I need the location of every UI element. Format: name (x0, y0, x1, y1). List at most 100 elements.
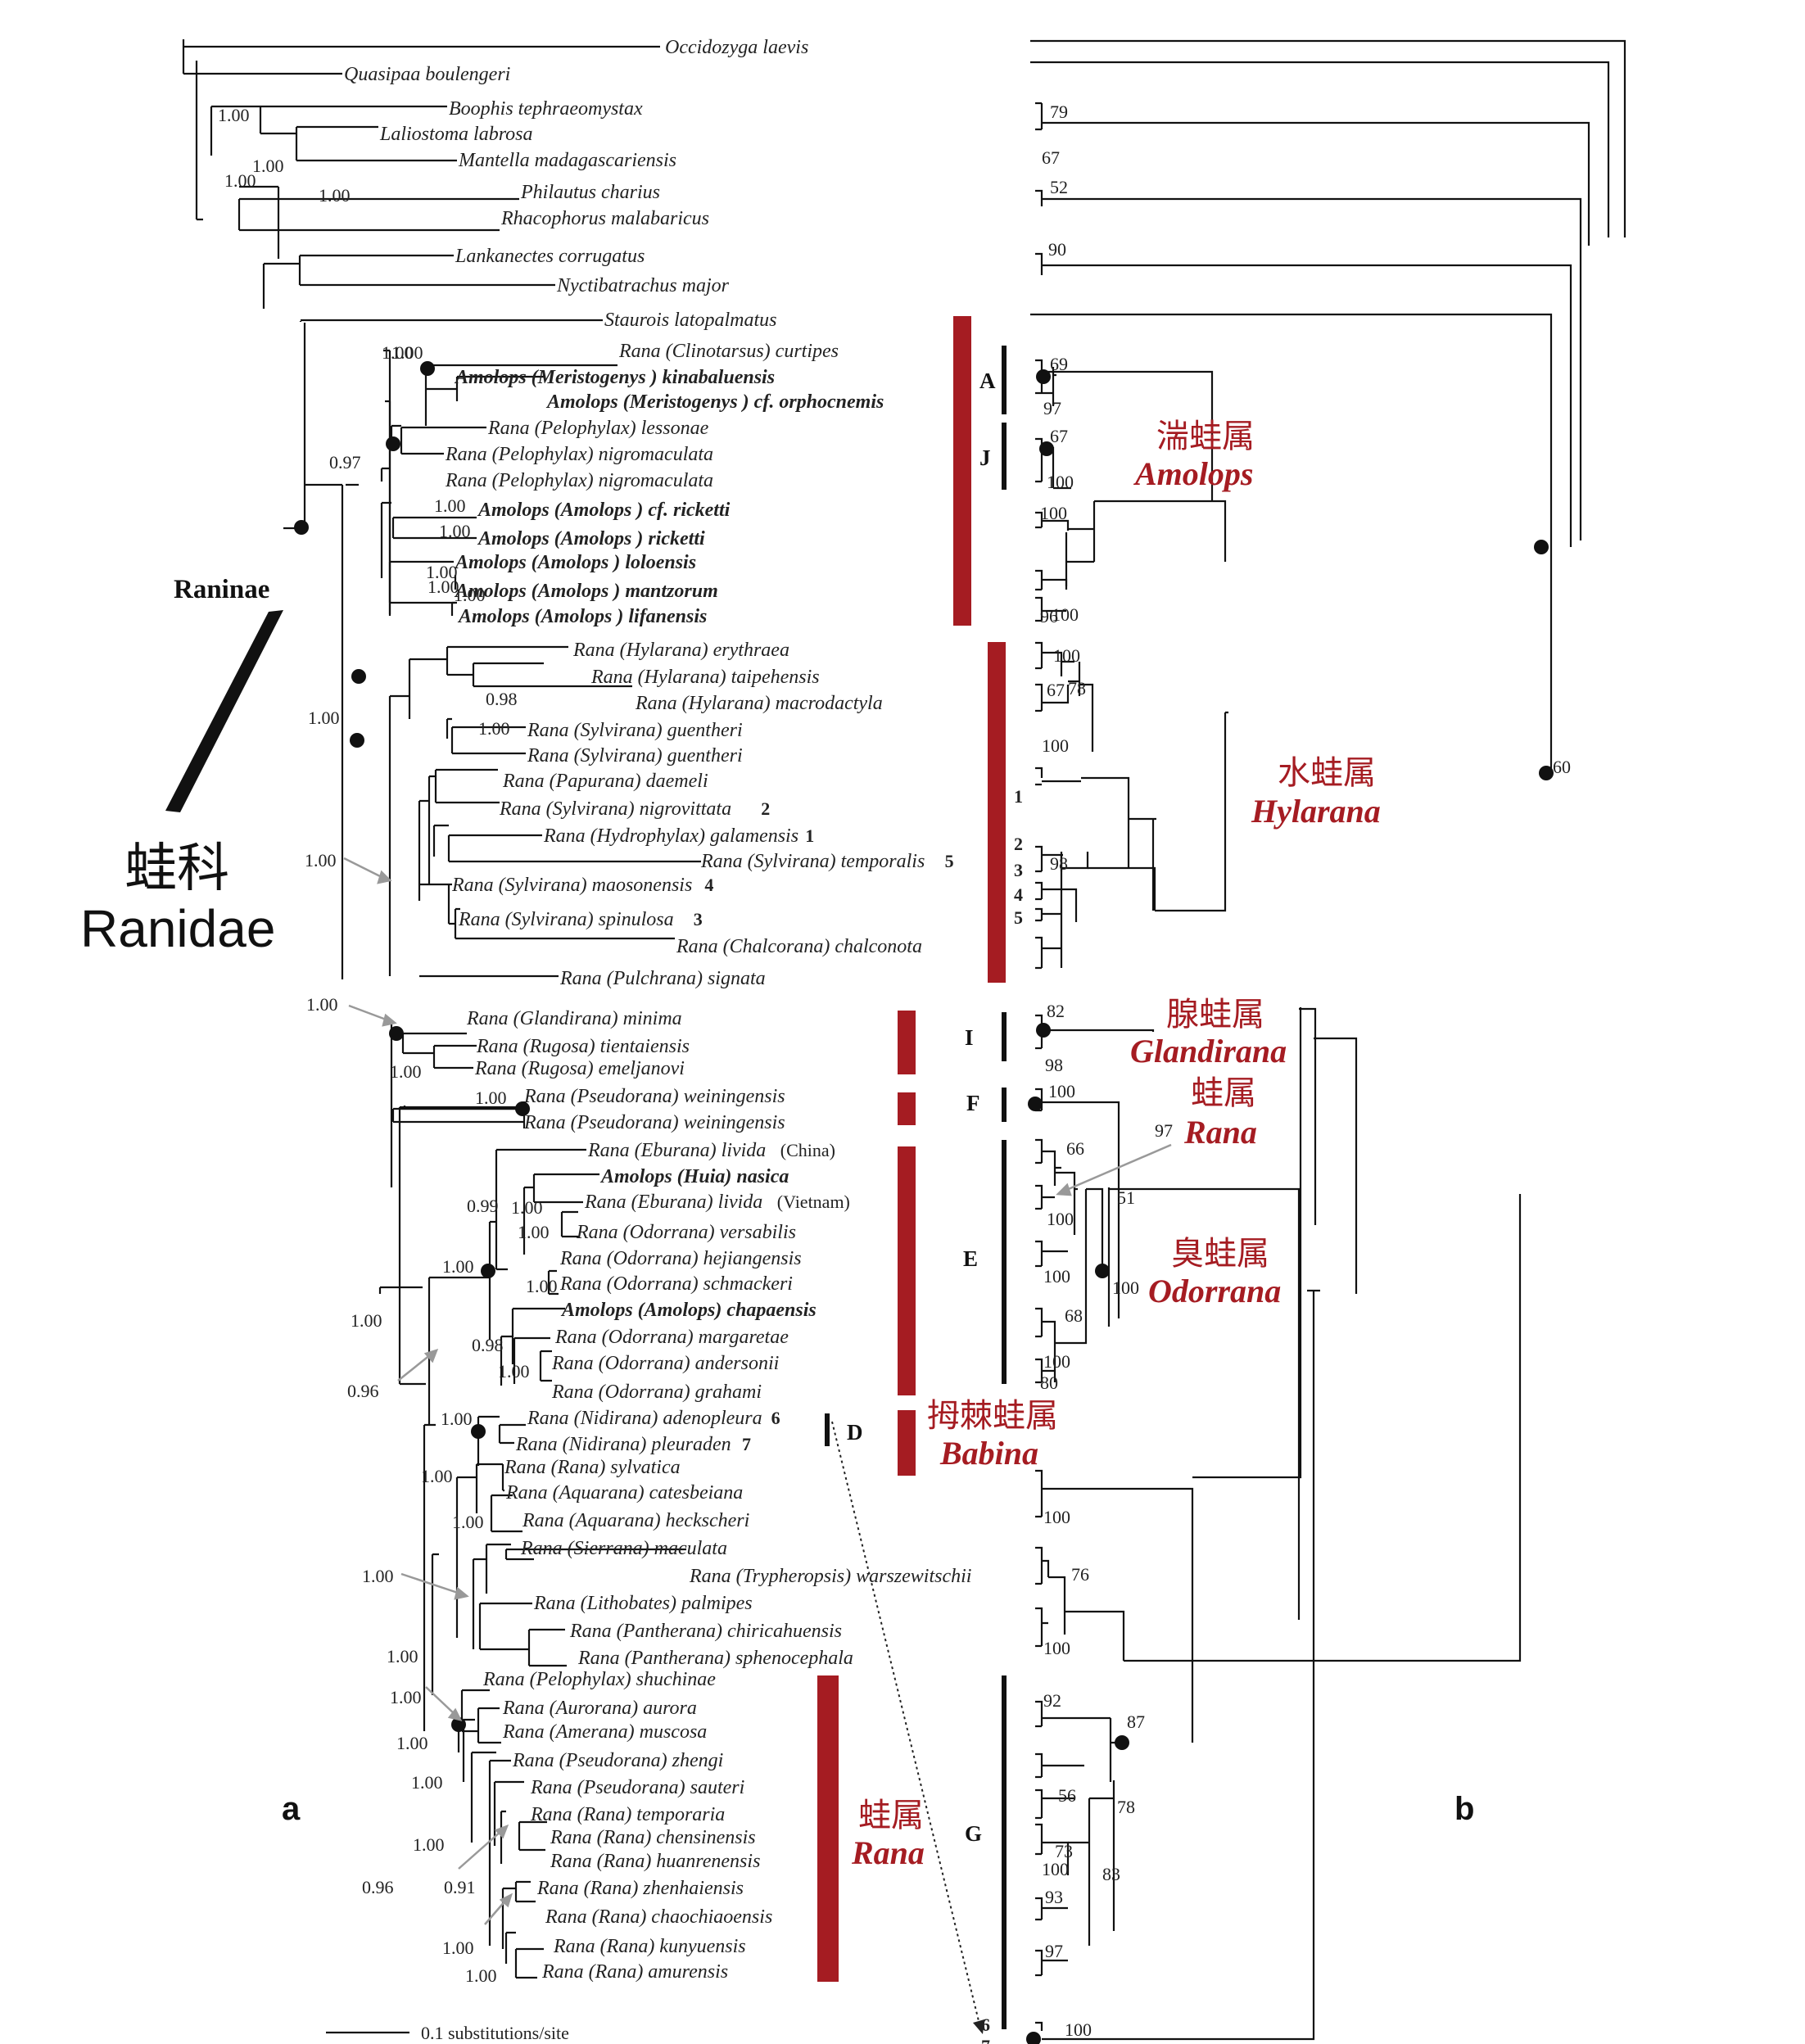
support-b: 100 (1040, 503, 1067, 523)
support-a: 1.00 (439, 521, 471, 541)
support-a: 1.00 (319, 185, 351, 206)
tree-branch (495, 1148, 586, 1271)
tree-branch (408, 645, 568, 719)
taxon-label: Rana (Rana) huanrenensis (550, 1851, 760, 1872)
tree-branch (450, 601, 457, 616)
tree-branch (419, 883, 455, 925)
node-dot (1115, 1735, 1129, 1750)
node-dot (1039, 441, 1054, 456)
support-b: 56 (1058, 1785, 1076, 1806)
tree-branch (547, 1269, 559, 1296)
support-a: 0.96 (347, 1381, 379, 1401)
tree-branch (1035, 936, 1061, 970)
tree-branch (1035, 1184, 1055, 1210)
taxon-label: Amolops (Huia) nasica (599, 1166, 789, 1187)
genus-rana2-cn: 蛙属 (858, 1797, 924, 1834)
tree-branch (1035, 1138, 1061, 1186)
taxon-label: Rana (Sylvirana) maosonensis (451, 875, 692, 896)
taxon-label: Rana (Pelophylax) lessonae (487, 418, 709, 439)
taxon-marker: 1 (805, 825, 814, 846)
tree-branch (1035, 252, 1572, 547)
support-b: 100 (1043, 1351, 1070, 1372)
tree-branch (1030, 39, 1626, 237)
tree-branch (1035, 881, 1061, 901)
tree-branch (477, 1415, 500, 1466)
genus-babina-cn: 拇棘蛙属 (927, 1397, 1058, 1435)
taxon-label: Amolops (Amolops ) loloensis (454, 552, 696, 573)
taxon-locality: (China) (780, 1140, 835, 1160)
taxon-label: Rana (Pelophylax) nigromaculata (445, 444, 713, 465)
tree-branch (1035, 596, 1066, 622)
support-a: 0.97 (329, 452, 361, 473)
tree-branch (1035, 1289, 1320, 2041)
support-a: 1.00 (390, 1061, 422, 1082)
tree-branch (504, 1931, 516, 1964)
tree-branch (472, 662, 632, 688)
support-a: 1.00 (465, 1965, 497, 1986)
taxon-marker: 7 (742, 1434, 751, 1454)
support-b: 52 (1050, 177, 1068, 197)
tree-branch (1068, 1780, 1115, 1946)
tree-branch (477, 1707, 501, 1744)
node-dot (1534, 540, 1549, 554)
tree-branch (391, 516, 477, 540)
genus-odorrana-cn: 臭蛙属 (1171, 1235, 1269, 1273)
taxon-locality: (Vietnam) (777, 1192, 850, 1212)
taxon-label: Rana (Hydrophylax) galamensis (543, 825, 798, 847)
tree-branch (238, 197, 519, 232)
tree-branch (472, 1543, 511, 1649)
taxon-label: Rana (Hylarana) taipehensis (590, 667, 820, 688)
support-a: 1.00 (387, 1646, 418, 1666)
tree-branch (1065, 500, 1227, 590)
raninae-label: Raninae (174, 575, 269, 604)
support-b: 100 (1052, 604, 1079, 625)
taxon-label: Rana (Sylvirana) guentheri (527, 745, 743, 766)
taxon-label: Rhacophorus malabaricus (500, 208, 709, 229)
support-a: 1.00 (498, 1361, 530, 1382)
taxon-label: Rana (Sylvirana) guentheri (527, 720, 743, 741)
taxon-label: Rana (Rana) sylvatica (504, 1457, 681, 1478)
support-a: 1.00 (306, 994, 338, 1015)
node-dot (515, 1101, 530, 1116)
tree-branch (1081, 776, 1156, 911)
support-a: 0.96 (362, 1877, 394, 1897)
taxon-label: Rana (Rana) zhenhaiensis (536, 1878, 744, 1899)
node-dot (294, 520, 309, 535)
genus-bars (817, 316, 1006, 1982)
side-marker: 5 (1014, 907, 1023, 928)
tree-branch (210, 105, 457, 162)
support-a: 1.00 (426, 562, 458, 582)
taxon-label: Rana (Pelophylax) nigromaculata (445, 470, 713, 491)
genus-bar (898, 1146, 916, 1395)
support-b: 68 (1065, 1305, 1083, 1326)
taxon-label: Rana (Pseudorana) weiningensis (523, 1086, 785, 1107)
support-a: 0.99 (467, 1196, 499, 1216)
taxon-label: Rana (Odorrana) versabilis (576, 1222, 796, 1243)
taxon-label: Rana (Aquarana) catesbeiana (505, 1482, 743, 1504)
tree-branch (1061, 888, 1078, 922)
support-b: 69 (1050, 354, 1068, 374)
ranidae-latin-label: Ranidae (80, 899, 275, 958)
tree-branch (514, 1947, 544, 1979)
support-a: 0.98 (472, 1335, 504, 1355)
taxon-label: Laliostoma labrosa (379, 124, 532, 145)
tree-branch (182, 39, 660, 75)
taxon-label: Rana (Rana) chaochiaoensis (545, 1906, 772, 1928)
taxon-label: Rana (Sylvirana) nigrovittata (499, 798, 731, 820)
dotted-arrow-head (973, 2019, 984, 2034)
taxon-label: Amolops (Amolops ) cf. ricketti (477, 500, 731, 521)
support-a: 1.00 (252, 156, 284, 176)
taxon-label: Rana (Rugosa) tientaiensis (476, 1036, 690, 1057)
tree-branch (446, 717, 526, 755)
tree-branch (380, 501, 391, 578)
taxon-label: Rana (Rana) kunyuensis (553, 1936, 746, 1957)
support-b: 51 (1117, 1187, 1135, 1208)
taxon-label: Rana (Glandirana) minima (466, 1008, 682, 1029)
tree-branch (488, 1759, 511, 1946)
support-a: 1.00 (305, 850, 337, 871)
tree-branch (1035, 1546, 1050, 1648)
support-a: 1.00 (382, 342, 414, 363)
tree-branch (1088, 711, 1228, 912)
tree-branch (432, 824, 701, 863)
